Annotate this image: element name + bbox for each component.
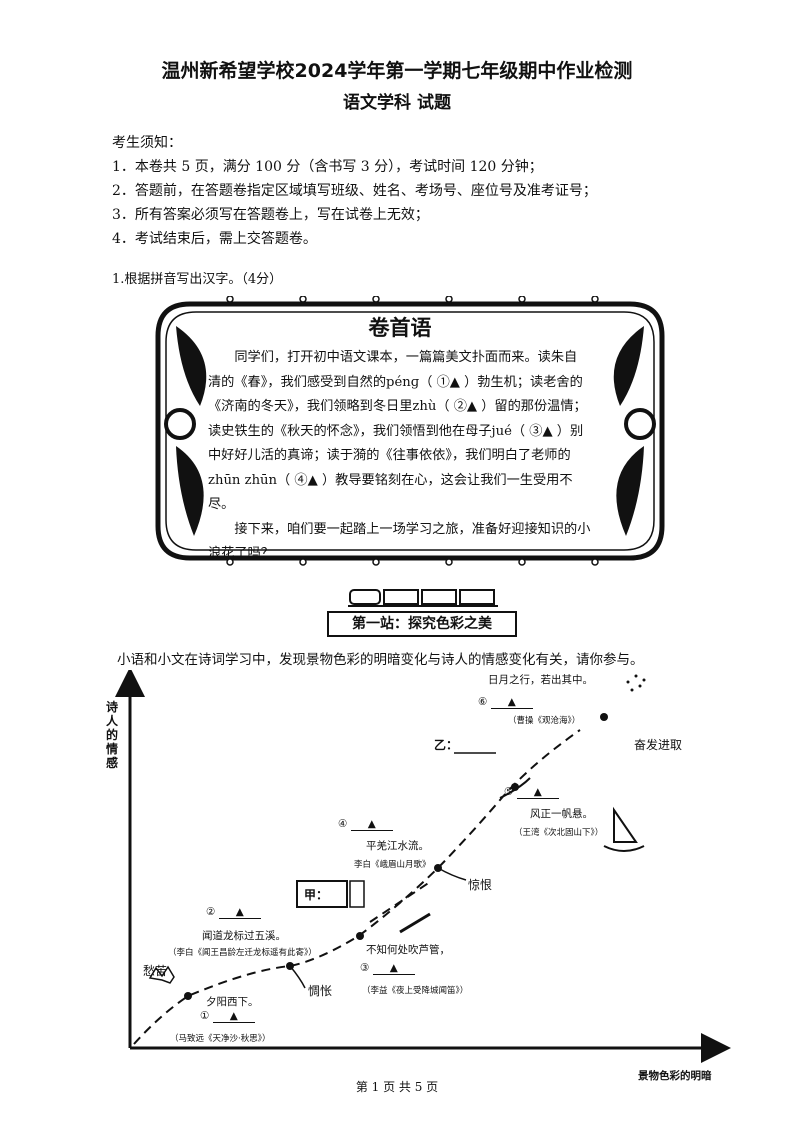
exam-subtitle: 语文学科 试题 xyxy=(343,93,451,113)
poem-4-source: 李白《峨眉山月歌》 xyxy=(354,860,431,870)
poem-2-blank: ② ▲ xyxy=(206,906,261,919)
star-cluster-icon xyxy=(626,674,646,692)
notice-item-1: 1．本卷共 5 页，满分 100 分（含书写 3 分），考试时间 120 分钟； xyxy=(112,159,543,175)
point-1 xyxy=(184,992,192,1000)
poem-1-source: （马致远《天净沙·秋思》） xyxy=(170,1034,271,1044)
notice-heading: 考生须知： xyxy=(112,135,182,151)
preface-line: 清的《春》，我们感受到自然的pénɡ（ ①▲ ）勃生机；读老舍的 xyxy=(208,374,583,390)
label-jia: 甲： xyxy=(304,888,329,902)
exam-title: 温州新希望学校2024学年第一学期七年级期中作业检测 xyxy=(161,60,633,82)
poem-4-blank: ④ ▲ xyxy=(338,818,393,831)
poem-3-source: （李益《夜上受降城闻笛》） xyxy=(362,986,469,996)
preface-line: 读史铁生的《秋天的怀念》，我们领悟到他在母子jué（ ③▲ ）别 xyxy=(208,423,584,439)
notice-item-4: 4．考试结束后，需上交答题卷。 xyxy=(112,231,317,247)
poem-2-source: （李白《闻王昌龄左迁龙标遥有此寄》） xyxy=(168,948,317,958)
question-1: 1.根据拼音写出汉字。（4分） xyxy=(112,272,283,287)
preface-line: 同学们，打开初中语文课本，一篇篇美文扑面而来。读朱自 xyxy=(208,350,578,365)
point-3 xyxy=(356,932,364,940)
poem-2-line: 闻道龙标过五溪。 xyxy=(202,930,286,942)
preface-line: 接下来，咱们要一起踏上一场学习之旅，准备好迎接知识的小 xyxy=(208,521,591,537)
page-footer: 第 1 页 共 5 页 xyxy=(355,1080,439,1094)
notice-item-3: 3．所有答案必须写在答题卷上，写在试卷上无效； xyxy=(112,207,429,223)
poem-6-blank: ⑥ ▲ xyxy=(478,696,533,709)
poem-4-line: 平羌江水流。 xyxy=(366,840,429,852)
preface-line: 中好好儿活的真谛；读于漪的《往事依依》，我们明白了老师的 xyxy=(208,448,571,463)
emotion-2: 惆怅 xyxy=(308,984,333,998)
poem-6-line: 日月之行，若出其中。 xyxy=(488,674,593,686)
intro-text: 小语和小文在诗词学习中，发现景物色彩的明暗变化与诗人的情感变化有关，请你参与。 xyxy=(117,652,644,668)
preface-line: 尽。 xyxy=(208,497,235,512)
emotion-1: 愁苦 xyxy=(143,964,168,978)
poem-5-blank: ⑤ ▲ xyxy=(504,786,559,799)
preface-line: zhūn zhūn（ ④▲ ）教导要铭刻在心，这会让我们一生受用不 xyxy=(208,472,573,488)
point-5 xyxy=(511,783,519,791)
train-icon xyxy=(348,589,498,607)
poem-1-line: 夕阳西下。 xyxy=(206,996,259,1008)
emotion-3: 惊恨 xyxy=(468,878,493,892)
emotion-4: 奋发进取 xyxy=(634,738,683,752)
emotion-color-diagram xyxy=(115,670,731,1063)
preface-line: 《济南的冬天》，我们领略到冬日里zhù（ ②▲ ）留的那份温情； xyxy=(208,399,587,414)
scribble-icon xyxy=(148,965,175,984)
poem-1-blank: ① ▲ xyxy=(200,1010,255,1023)
leaf-ornament-icon xyxy=(176,326,207,406)
notice-item-2: 2．答题前，在答题卷指定区域填写班级、姓名、考场号、座位号及准考证号； xyxy=(112,183,597,199)
sailboat-icon xyxy=(603,806,645,852)
point-6 xyxy=(600,713,608,721)
y-axis-label: 诗人的情感 xyxy=(106,700,119,770)
poem-6-source: （曹操《观沧海》） xyxy=(508,716,581,726)
label-yi: 乙： xyxy=(434,738,459,752)
poem-3-blank: ③ ▲ xyxy=(360,962,415,975)
preface-title: 卷首语 xyxy=(368,315,432,340)
poem-5-line: 风正一帆悬。 xyxy=(530,808,593,820)
poem-5-source: （王湾《次北固山下》） xyxy=(514,828,604,838)
preface-line: 浪花了吗？ xyxy=(208,546,274,561)
preface-frame xyxy=(155,296,665,566)
preface-body: 同学们，打开初中语文课本，一篇篇美文扑面而来。读朱自 清的《春》，我们感受到自然… xyxy=(208,346,622,567)
poem-3-line: 不知何处吹芦管， xyxy=(366,944,450,956)
x-axis-label: 景物色彩的明暗 xyxy=(638,1070,712,1082)
emotion-curve xyxy=(133,729,581,1045)
station-title: 第一站：探究色彩之美 xyxy=(327,611,517,637)
flower-ornament-icon xyxy=(164,408,196,440)
